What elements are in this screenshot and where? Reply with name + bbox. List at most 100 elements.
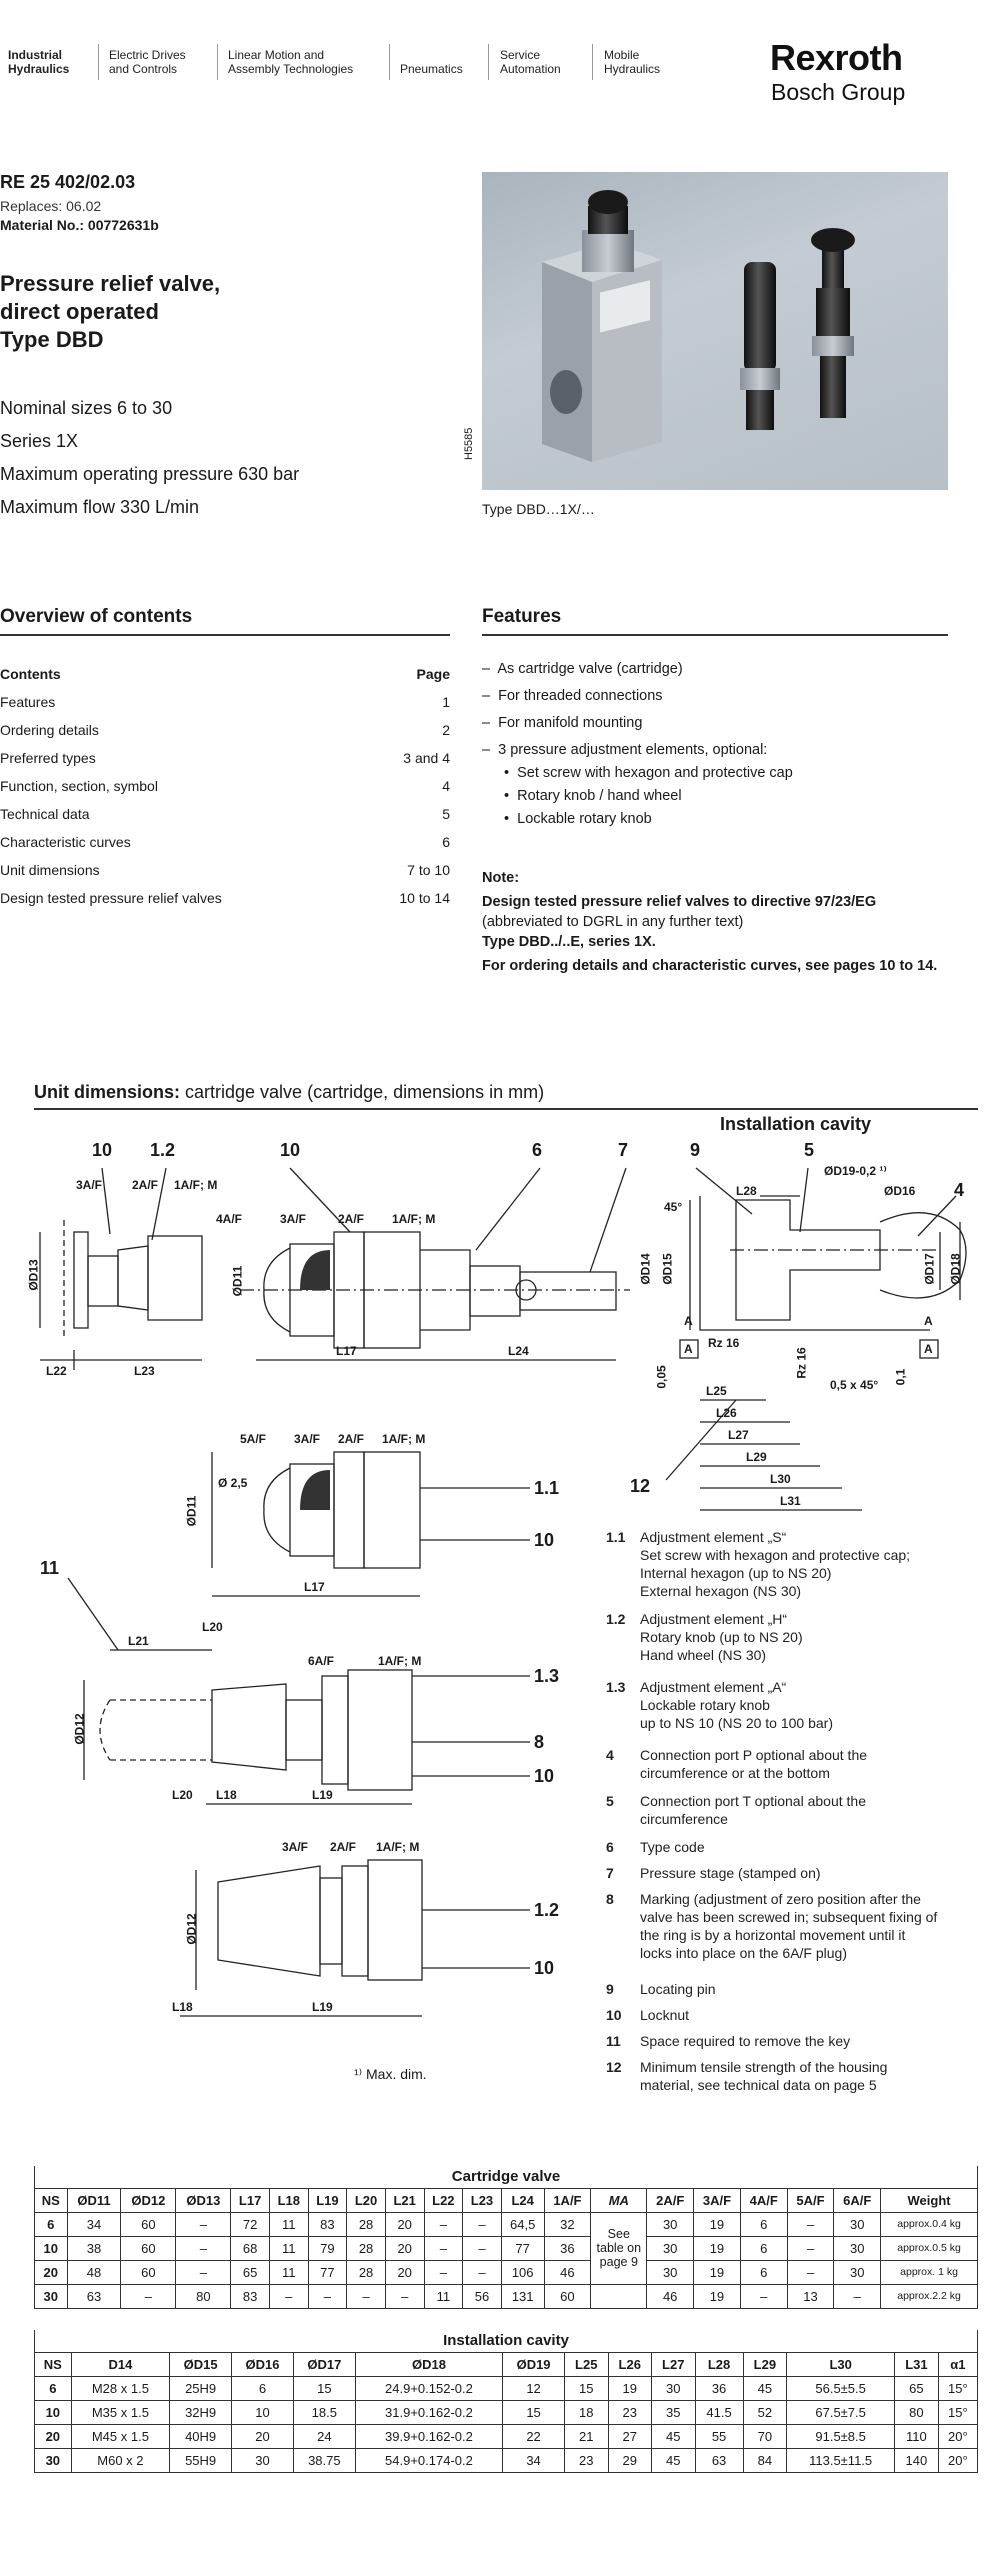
table-header-cell: ØD19 [502, 2351, 565, 2377]
table-header-cell: 3A/F [693, 2187, 741, 2213]
table-cell: 19 [693, 2235, 741, 2261]
spec-line: Series 1X [0, 431, 79, 451]
table-cell: 6 [739, 2235, 788, 2261]
legend-number: 4 [606, 1747, 614, 1763]
overview-heading: Overview of contents [0, 606, 193, 627]
dim-label: 1A/F; M [376, 1840, 420, 1854]
table-cell: 30 [651, 2375, 696, 2401]
dim-label: 1A/F; M [392, 1212, 436, 1226]
table-header-cell: L31 [894, 2351, 939, 2377]
table-cell: 6 [34, 2211, 68, 2237]
table-cell: 41.5 [694, 2399, 744, 2425]
toc-item-page: 5 [442, 806, 450, 822]
spec-line: Maximum operating pressure 630 bar [0, 464, 300, 484]
toc-item-title: Unit dimensions [0, 862, 100, 878]
nav-electric-drives[interactable]: Electric Drives and Controls [109, 48, 186, 76]
table-cell: 30 [833, 2235, 882, 2261]
dim-label: L17 [336, 1344, 357, 1358]
nav-service-automation[interactable]: Service Automation [500, 48, 561, 76]
table-cell: approx. 1 kg [880, 2259, 978, 2285]
legend-text: Connection port T optional about the cir… [640, 1793, 866, 1827]
feature-subitem: • Lockable rotary knob [504, 811, 652, 827]
toc-item-page: 1 [442, 694, 450, 710]
dim-label: A [684, 1342, 693, 1356]
table-header-cell: 4A/F [739, 2187, 788, 2213]
title-line: Type DBD [0, 327, 104, 352]
table-cell: 11 [268, 2259, 309, 2285]
table-cell: 25H9 [169, 2375, 233, 2401]
table-header-cell: Weight [880, 2187, 978, 2213]
title-line: direct operated [0, 299, 159, 324]
toc-item-title: Ordering details [0, 722, 99, 738]
table-cell: – [462, 2235, 502, 2261]
table-caption: Installation cavity [34, 2330, 978, 2352]
table-cell: 40H9 [169, 2423, 233, 2449]
callout: 11 [40, 1558, 60, 1578]
table-header-cell: MA [590, 2187, 648, 2213]
table-cell: 55 [694, 2423, 744, 2449]
unit-rule [34, 1108, 978, 1110]
dim-label: 6A/F [308, 1654, 335, 1668]
nav-pneumatics[interactable]: Pneumatics [400, 62, 463, 76]
toc-item-page: 4 [442, 778, 450, 794]
table-cell: – [423, 2235, 464, 2261]
table-cell: 34 [66, 2211, 122, 2237]
table-cell: – [786, 2235, 835, 2261]
dim-label: L24 [508, 1344, 529, 1358]
table-cell-ma-empty [590, 2283, 648, 2309]
table-cell: 15 [292, 2375, 356, 2401]
dim-label: 3A/F [294, 1432, 321, 1446]
table-header-cell: L29 [742, 2351, 788, 2377]
table-cell: 20 [34, 2259, 68, 2285]
dim-label: L27 [728, 1428, 749, 1442]
nav-mobile-hydraulics[interactable]: Mobile Hydraulics [604, 48, 660, 76]
table-cell: 140 [894, 2447, 939, 2473]
nav-industrial-hydraulics[interactable]: Industrial Hydraulics [8, 48, 69, 76]
table-cell: 23 [607, 2399, 652, 2425]
table-cell: 83 [230, 2283, 270, 2309]
table-cell: 35 [651, 2399, 696, 2425]
feature-text: 3 pressure adjustment elements, optional… [498, 742, 768, 758]
legend-item: 5 Connection port T optional about the ci… [606, 1792, 992, 1828]
table-cell: 63 [66, 2283, 122, 2309]
table-cell: 68 [230, 2235, 270, 2261]
callout: 5 [804, 1140, 815, 1160]
legend-number: 5 [606, 1793, 614, 1809]
table-cell: 12 [502, 2375, 565, 2401]
legend-text: Pressure stage (stamped on) [640, 1865, 821, 1881]
callout: 4 [954, 1180, 965, 1200]
feature-subitem: • Set screw with hexagon and protective … [504, 765, 793, 781]
table-caption: Cartridge valve [34, 2166, 978, 2188]
nav-label: Electric Drives and Controls [109, 48, 186, 76]
table-cell: 24.9+0.152-0.2 [354, 2375, 504, 2401]
table-cell: 56 [462, 2283, 502, 2309]
nav-linear-motion[interactable]: Linear Motion and Assembly Technologies [228, 48, 353, 76]
legend-text: Locknut [640, 2007, 690, 2023]
nav-separator [217, 44, 218, 80]
table-cell: 30 [231, 2447, 294, 2473]
nav-separator [592, 44, 593, 80]
doc-specs: Nominal sizes 6 to 30 Series 1X Maximum … [0, 392, 299, 524]
dim-label: ØD18 [948, 1253, 963, 1285]
note-line: (abbreviated to DGRL in any further text… [482, 914, 744, 930]
dim-label: 2A/F [338, 1432, 365, 1446]
